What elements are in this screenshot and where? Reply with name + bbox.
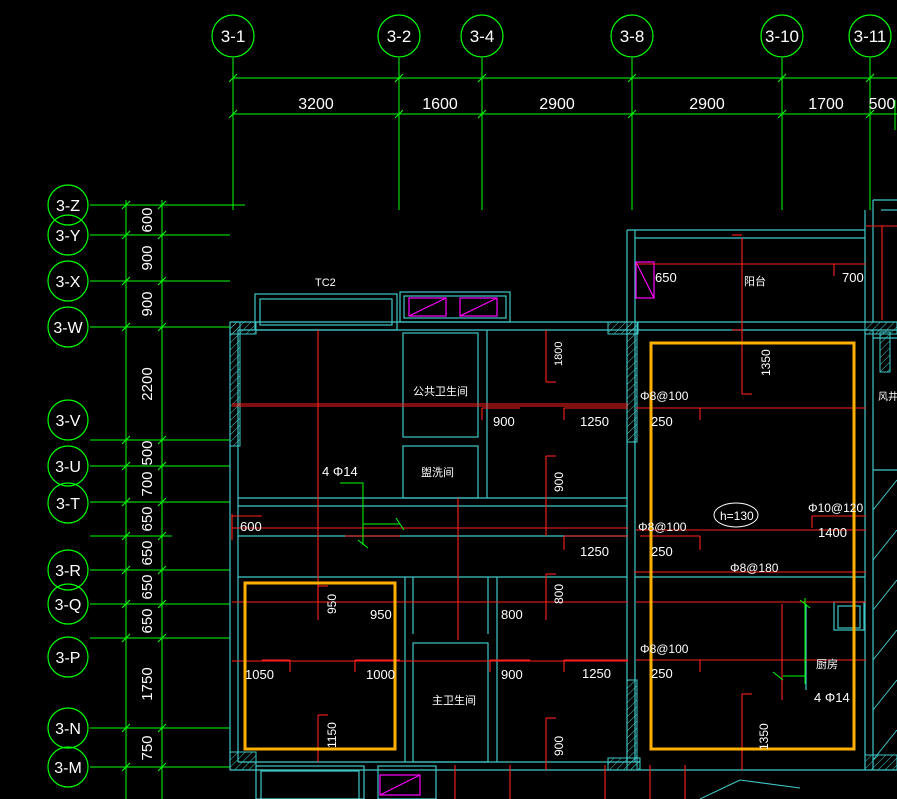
dim-1800: 1800 <box>553 342 565 366</box>
dim-top-1: 3200 <box>298 96 334 113</box>
dim-1250-b: 1250 <box>580 544 609 559</box>
axis-label-3-10: 3-10 <box>765 27 799 46</box>
rebar-label-phi8-180: Φ8@180 <box>730 561 779 575</box>
axis-label-3-T: 3-T <box>56 496 80 513</box>
dim-1400: 1400 <box>818 525 847 540</box>
dim-left-9: 650 <box>139 574 156 599</box>
room-label-shaft: 风井 <box>878 390 897 403</box>
dim-800-b: 800 <box>552 584 566 604</box>
dim-1150: 1150 <box>325 722 339 748</box>
rebar-label-4phi14-a: 4 Φ14 <box>322 464 358 479</box>
dim-1350-b: 1350 <box>757 723 771 750</box>
room-label-washroom: 盥洗间 <box>421 466 454 479</box>
dim-250-a: 250 <box>651 414 673 429</box>
rebar-label-phi10-120: Φ10@120 <box>808 501 863 515</box>
left-dimension-ticks <box>121 200 167 772</box>
dim-left-11: 1750 <box>139 667 156 700</box>
walls <box>229 199 897 799</box>
top-dimension-ticks <box>228 73 875 119</box>
axis-label-3-11: 3-11 <box>854 27 887 46</box>
dim-250-c: 250 <box>651 666 673 681</box>
dim-700: 700 <box>842 270 864 285</box>
axis-label-3-1: 3-1 <box>221 27 246 46</box>
slab-thickness-label: h=130 <box>720 509 754 523</box>
slab-thickness-ellipse <box>713 502 759 528</box>
dim-left-1: 600 <box>139 207 156 232</box>
axis-label-3-X: 3-X <box>56 274 81 291</box>
room-label-balcony: 阳台 <box>744 274 766 288</box>
magenta-symbols <box>379 261 655 796</box>
dim-900-c: 900 <box>501 667 523 682</box>
axis-label-3-4: 3-4 <box>470 27 495 46</box>
dim-left-10: 650 <box>139 608 156 633</box>
dim-250-b: 250 <box>651 544 673 559</box>
rebar-label-phi8-100-c: Φ8@100 <box>640 642 689 656</box>
rebar-label-4phi14-b: 4 Φ14 <box>814 690 850 705</box>
columns <box>229 321 897 771</box>
highlight-boxes <box>243 341 856 751</box>
room-label-public-bathroom: 公共卫生间 <box>413 384 468 398</box>
dim-left-12: 750 <box>139 735 156 760</box>
top-axis-bubbles <box>211 14 892 58</box>
dim-top-4: 2900 <box>689 96 725 113</box>
window-label-tc2: TC2 <box>315 277 336 289</box>
dim-top-6: 500 <box>869 96 896 113</box>
dim-left-6: 700 <box>139 471 156 496</box>
axis-label-3-N: 3-N <box>55 721 81 738</box>
rebar-lines <box>231 225 897 799</box>
left-axis-bubbles <box>47 184 89 788</box>
axis-label-3-8: 3-8 <box>620 27 645 46</box>
axis-label-3-Z: 3-Z <box>56 198 80 215</box>
axis-label-3-R: 3-R <box>55 563 81 580</box>
dim-left-8: 650 <box>139 540 156 565</box>
dim-left-4: 2200 <box>139 367 156 400</box>
dim-950-b: 950 <box>370 607 392 622</box>
highlight-box-left <box>243 581 397 751</box>
axis-label-3-Y: 3-Y <box>56 228 81 245</box>
axis-label-3-Q: 3-Q <box>55 597 82 614</box>
rebar-label-phi8-100-b: Φ8@100 <box>638 520 687 534</box>
dim-top-2: 1600 <box>422 96 458 113</box>
axis-label-3-W: 3-W <box>53 320 83 337</box>
dim-800-a: 800 <box>501 607 523 622</box>
dim-900-b: 900 <box>552 472 566 492</box>
dim-950-a: 950 <box>325 594 339 614</box>
axis-label-3-M: 3-M <box>54 760 82 777</box>
dim-600: 600 <box>240 519 262 534</box>
axis-label-3-U: 3-U <box>55 459 81 476</box>
dim-left-2: 900 <box>139 245 156 270</box>
dim-650: 650 <box>655 270 677 285</box>
dim-900-a: 900 <box>493 414 515 429</box>
dim-top-3: 2900 <box>539 96 575 113</box>
left-dimension-lines <box>90 200 245 799</box>
highlight-box-right <box>649 341 856 751</box>
dim-1250-a: 1250 <box>580 414 609 429</box>
axis-label-3-P: 3-P <box>56 650 81 667</box>
dim-1350-a: 1350 <box>759 349 773 376</box>
right-edge-hatching <box>699 479 897 799</box>
dim-left-7: 650 <box>139 506 156 531</box>
dim-left-5: 500 <box>139 440 156 465</box>
dim-left-3: 900 <box>139 291 156 316</box>
axis-label-3-2: 3-2 <box>387 27 412 46</box>
top-dimension-lines <box>232 58 897 210</box>
leaders <box>340 482 811 684</box>
room-label-kitchen: 厨房 <box>816 658 838 671</box>
axis-label-3-V: 3-V <box>56 413 81 430</box>
rebar-label-phi8-100-a: Φ8@100 <box>640 389 689 403</box>
dim-1250-c: 1250 <box>582 666 611 681</box>
dim-1000: 1000 <box>366 667 395 682</box>
dim-top-5: 1700 <box>808 96 844 113</box>
dim-900-d: 900 <box>552 736 566 756</box>
dim-1050: 1050 <box>245 667 274 682</box>
room-label-master-bathroom: 主卫生间 <box>432 693 476 707</box>
